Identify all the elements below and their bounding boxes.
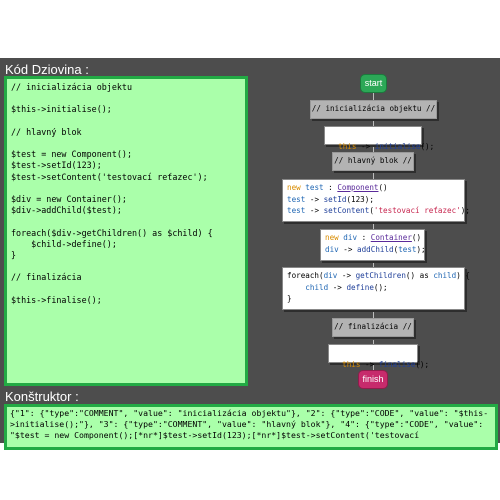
code-node-finalise[interactable]: this -> finalise();: [328, 344, 429, 369]
flow-edge: [373, 92, 374, 100]
code-node-initialise[interactable]: this -> initialise();: [324, 126, 434, 151]
flow-edge: [373, 340, 374, 344]
comment-node-main[interactable]: // hlavný blok //: [332, 152, 414, 171]
code-node-component[interactable]: new test : Component() test -> setId(123…: [282, 179, 470, 222]
code-node-container[interactable]: new div : Container() div -> addChild(te…: [320, 229, 426, 261]
source-code-text: // inicializácia objektu $this->initiali…: [11, 82, 213, 305]
flow-edge: [373, 310, 374, 318]
constructor-panel[interactable]: {"1": {"type":"COMMENT", "value": "inici…: [4, 404, 498, 450]
code-heading: Kód Dziovina :: [5, 62, 89, 77]
flow-edge: [373, 146, 374, 152]
code-node-foreach[interactable]: foreach(div -> getChildren() as child) {…: [282, 267, 470, 310]
start-node[interactable]: start: [361, 75, 386, 92]
flow-edge: [373, 222, 374, 229]
flow-edge: [373, 261, 374, 267]
comment-node-init[interactable]: // inicializácia objektu //: [310, 100, 437, 119]
flow-edge: [373, 173, 374, 179]
finish-node[interactable]: finish: [359, 371, 387, 388]
flow-edge: [373, 121, 374, 126]
flow-edge: [373, 365, 374, 370]
constructor-heading: Konštruktor :: [5, 389, 79, 404]
source-code-panel[interactable]: // inicializácia objektu $this->initiali…: [4, 76, 248, 386]
comment-node-final[interactable]: // finalizácia //: [332, 318, 414, 337]
constructor-text: {"1": {"type":"COMMENT", "value": "inici…: [10, 408, 489, 440]
